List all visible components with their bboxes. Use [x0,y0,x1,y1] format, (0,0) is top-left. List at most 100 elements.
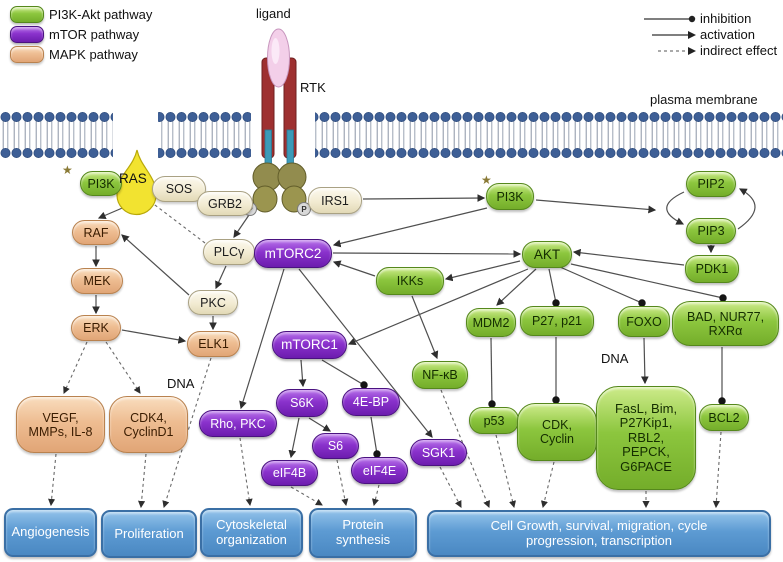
edge-irs1-pi3k [362,194,486,202]
node-plcg: PLCγ [203,239,255,265]
edge-4ebp-eif4e [370,416,381,458]
outcome-protein-synthesis: Protein synthesis [309,508,417,558]
edge-akt-mtorc1 [347,268,529,346]
edge-rtk-plcg [233,214,250,238]
edge-ikks-mtorc2 [332,260,376,277]
node-raf: RAF [72,220,120,245]
node-mtorc1: mTORC1 [272,331,347,359]
edge-erk-cdk4 [105,341,141,394]
membrane-gap-ras [113,111,158,159]
outcome-cytoskeletal-organization: Cytoskeletal organization [200,508,303,557]
edge-erk-vegf [63,341,88,394]
ligand-label: ligand [256,6,291,21]
edge-pi3k-pipcycle [535,199,657,214]
node-fasl-bim-group: FasL, Bim, P27Kip1, RBL2, PEPCK, G6PACE [596,386,696,490]
node-pdk1: PDK1 [685,255,739,283]
edge-eif4e-protein [372,484,380,507]
edge-sgk1-cellgrowth [439,466,462,508]
node-irs1: IRS1 [308,187,362,214]
edge-akt-ikks [444,260,521,282]
legend-inhibition: inhibition [626,11,751,26]
edge-akt-p27 [548,268,560,307]
node-pip2: PIP2 [686,171,736,197]
legend-activation: activation [626,27,755,42]
node-p27-p21: P27, p21 [520,306,594,336]
node-pkc: PKC [188,290,238,315]
node-4e-bp: 4E-BP [342,388,400,416]
node-mdm2: MDM2 [466,308,516,337]
edge-pi3k-mtorc2 [332,207,488,248]
edge-akt-bad [570,263,727,302]
edge-rhopkc-cytoskeletal [239,437,253,507]
node-s6: S6 [312,433,359,459]
node-pi3k-left: PI3K [80,171,122,196]
inhibition-line-icon [644,15,696,22]
ligand-highlight [271,38,280,64]
legend-label: mTOR pathway [49,27,140,42]
edge-pip3-pip2 [737,188,756,230]
edge-foxo-fasl [640,337,649,385]
plasma-membrane-label: plasma membrane [650,92,758,107]
edge-s6k-eif4b [288,417,300,459]
edge-cdk4-proliferation [138,453,147,509]
edge-mtorc2-sgk1 [298,268,433,438]
node-nfkb: NF-κB [412,361,468,389]
node-foxo: FOXO [618,306,670,337]
edge-mtorc2-rhopkc [239,268,285,410]
edge-plcg-ras-indirect [146,198,206,244]
dna-label-right: DNA [601,351,629,366]
legend-label: indirect effect [700,43,778,58]
rtk-receptor: P P [243,28,311,216]
node-s6k: S6K [276,389,328,417]
node-cdk-cyclin: CDK, Cyclin [517,403,597,461]
legend-indirect-effect: indirect effect [626,43,777,58]
node-eif4e: eIF4E [351,457,408,484]
rtk-label: RTK [300,80,326,95]
node-erk: ERK [71,315,121,341]
plasma-membrane [0,111,783,159]
edge-mdm2-p53 [488,337,496,408]
node-rho-pkc: Rho, PKC [199,410,277,437]
legend-pathway-mapk: MAPK pathway [10,46,138,63]
edge-pip2-pip3 [666,191,685,225]
dna-label-left: DNA [167,376,195,391]
edge-plcg-pkc [215,265,227,290]
edge-ikks-nfkb [411,295,439,360]
edge-erk-elk1 [121,329,187,344]
edge-s6-protein [336,459,349,507]
edge-cdkcyclin-cellgrowth [540,461,555,509]
legend-label: activation [700,27,755,42]
edge-mtorc2-akt [332,250,522,258]
legend-label: inhibition [700,11,752,26]
node-vegf-mmps-il8: VEGF, MMPs, IL-8 [16,396,105,453]
legend-label: MAPK pathway [49,47,138,62]
indirect-effect-line-icon [658,46,696,55]
activation-line-icon [652,30,696,39]
node-cdk4-cyclind1: CDK4, CyclinD1 [109,396,188,453]
outcome-angiogenesis: Angiogenesis [4,508,97,557]
edge-akt-mdm2 [496,268,537,306]
edge-eif4b-protein [290,486,323,506]
node-mtorc2: mTORC2 [254,239,332,268]
node-p53: p53 [469,407,519,434]
node-pi3k-right: PI3K [486,183,534,210]
legend-label: PI3K-Akt pathway [49,7,153,22]
outcome-proliferation: Proliferation [101,510,197,558]
node-elk1: ELK1 [187,331,240,357]
phospho-label-right: P [301,205,307,214]
star-icon: ★ [62,163,73,177]
node-grb2: GRB2 [197,191,253,216]
edge-vegf-angiogenesis [48,453,57,507]
edge-s6k-s6 [308,417,331,432]
pi3k-akt-swatch-icon [10,6,44,23]
mapk-swatch-icon [10,46,44,63]
node-akt: AKT [522,241,572,268]
edge-pdk1-akt [572,248,685,266]
outcome-cell-growth: Cell Growth, survival, migration, cycle … [427,510,771,557]
edge-mtorc1-s6k [298,359,307,388]
node-bad-nur77-rxra: BAD, NUR77, RXRα [672,301,779,346]
edge-pkc-raf [121,234,190,296]
edge-mtorc1-4ebp [321,359,368,389]
node-sgk1: SGK1 [410,439,467,466]
